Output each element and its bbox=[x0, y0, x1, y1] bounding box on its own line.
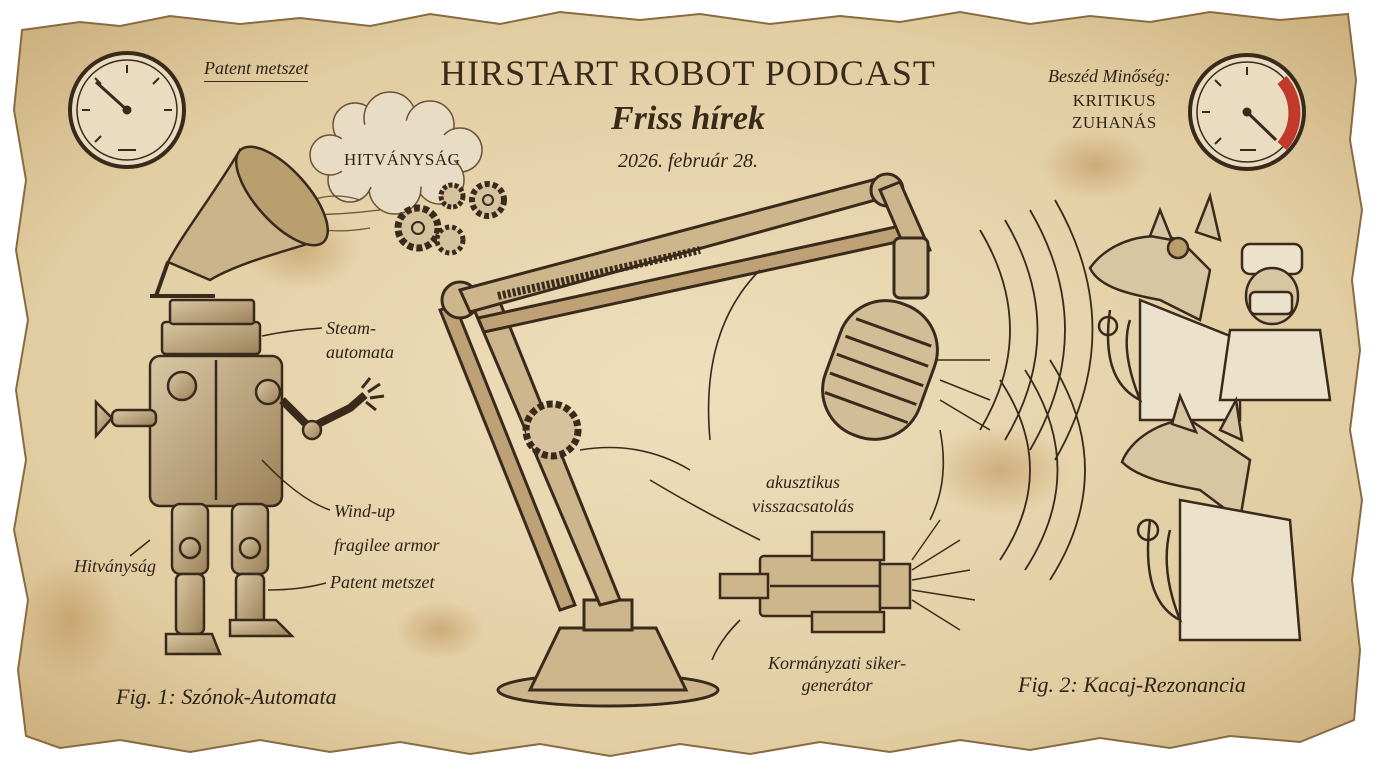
doctor-dog-with-goggles bbox=[1088, 191, 1242, 422]
feedback-arrows bbox=[579, 269, 945, 661]
microphone-icon bbox=[821, 236, 939, 441]
feedback-line1: akusztikus bbox=[766, 472, 840, 492]
paper-stain bbox=[395, 600, 485, 660]
publication-date: 2026. február 28. bbox=[618, 150, 758, 172]
paper-stain bbox=[20, 560, 120, 680]
paper-stain bbox=[1040, 130, 1150, 200]
masked-doctor bbox=[1218, 242, 1332, 402]
wind-label-line1: Wind-up bbox=[334, 501, 395, 521]
szonok-automata-robot bbox=[94, 298, 385, 656]
sound-waves bbox=[979, 199, 1094, 581]
annotation-leaders bbox=[129, 327, 331, 591]
generator-line1: Kormányzati siker- bbox=[768, 653, 907, 673]
hitvanysag-label: Hitványság bbox=[74, 556, 156, 576]
speech-quality-value: KRITIKUS ZUHANÁS bbox=[1072, 90, 1157, 134]
siker-generator-piston bbox=[718, 530, 912, 634]
pressure-gauge-icon bbox=[68, 51, 186, 169]
success-generator-label: Kormányzati siker- generátor bbox=[768, 652, 906, 696]
paper-stain bbox=[930, 425, 1070, 515]
wind-up-armor-label: Wind-up fragilee armor bbox=[334, 494, 440, 562]
figure-1-caption: Fig. 1: Szónok-Automata bbox=[116, 684, 337, 709]
spark-lines bbox=[911, 519, 976, 631]
podcast-title: HIRSTART ROBOT PODCAST bbox=[440, 53, 936, 93]
generator-line2: generátor bbox=[801, 675, 873, 695]
feedback-line2: visszacsatolás bbox=[752, 496, 855, 516]
steam-label-line2: automata bbox=[326, 342, 395, 362]
cloud-word-label: HITVÁNYSÁG bbox=[344, 150, 461, 169]
microphone-boom-arm bbox=[438, 172, 932, 708]
steam-cloud bbox=[309, 91, 483, 215]
speech-quality-line1: KRITIKUS bbox=[1072, 91, 1157, 110]
gramophone-horn bbox=[150, 145, 330, 298]
doctor-dog-with-stethoscope bbox=[1120, 392, 1302, 642]
steam-automata-label: Steam- automata bbox=[326, 316, 394, 364]
speech-quality-heading: Beszéd Minőség: bbox=[1048, 66, 1171, 86]
figure-2-caption: Fig. 2: Kacaj-Rezonancia bbox=[1018, 672, 1246, 697]
gear-icon bbox=[394, 181, 507, 256]
steam-label-line1: Steam- bbox=[326, 318, 376, 338]
speech-quality-gauge-icon bbox=[1188, 53, 1306, 171]
acoustic-feedback-label: akusztikus visszacsatolás bbox=[752, 470, 854, 518]
wave-arrows bbox=[935, 359, 991, 431]
wind-label-line2: fragilee armor bbox=[334, 535, 440, 555]
page-subtitle: Friss hírek bbox=[611, 100, 765, 137]
speech-quality-line2: ZUHANÁS bbox=[1072, 113, 1157, 132]
left-gauge-caption: Patent metszet bbox=[204, 58, 309, 82]
patent-metszet-label: Patent metszet bbox=[330, 572, 435, 592]
